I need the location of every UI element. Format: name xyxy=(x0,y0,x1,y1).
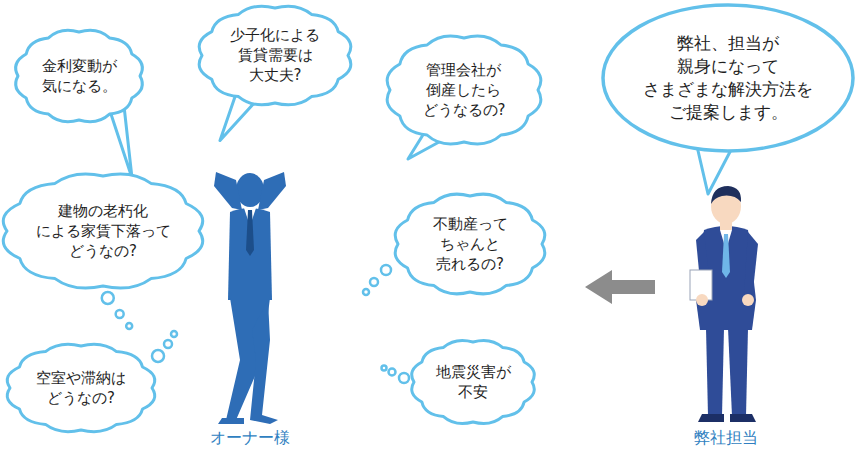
speech-bubble: 弊社、担当が 親身になって さまざまな解決方法を ご提案します。 xyxy=(600,2,856,154)
thought-bubble: 不動産って ちゃんと 売れるの? xyxy=(394,192,546,296)
bubble-outline xyxy=(410,338,536,426)
thought-bubble: 地震災害が 不安 xyxy=(410,338,536,426)
bubble-text: 不動産って ちゃんと 売れるの? xyxy=(433,214,508,275)
bubble-text: 弊社、担当が 親身になって さまざまな解決方法を ご提案します。 xyxy=(643,32,813,124)
bubble-text: 金利変動が 気になる。 xyxy=(42,56,117,97)
bubble-text: 少子化による 賃貸需要は 大丈夫? xyxy=(230,25,320,86)
bubble-text: 管理会社が 倒産したら どうなるの? xyxy=(423,60,506,121)
thought-bubble: 管理会社が 倒産したら どうなるの? xyxy=(386,34,542,146)
bubble-text: 建物の老朽化 による家賃下落って どうなの? xyxy=(36,201,171,262)
arrow xyxy=(585,270,655,304)
staff-figure xyxy=(690,186,758,422)
bubble-outline xyxy=(6,342,156,434)
owner-figure xyxy=(214,172,286,424)
thought-bubble: 空室や滞納は どうなの? xyxy=(6,342,156,434)
thought-bubble: 建物の老朽化 による家賃下落って どうなの? xyxy=(3,172,203,290)
bubble-outline xyxy=(600,2,856,154)
bubble-text: 地震災害が 不安 xyxy=(436,362,511,403)
figure-label: オーナー様 xyxy=(210,428,290,449)
thought-bubble: 少子化による 賃貸需要は 大丈夫? xyxy=(198,4,352,107)
thought-bubble: 金利変動が 気になる。 xyxy=(14,28,144,124)
bubble-outline xyxy=(14,28,144,124)
bubble-text: 空室や滞納は どうなの? xyxy=(36,368,126,409)
figure-label: 弊社担当 xyxy=(694,428,758,449)
